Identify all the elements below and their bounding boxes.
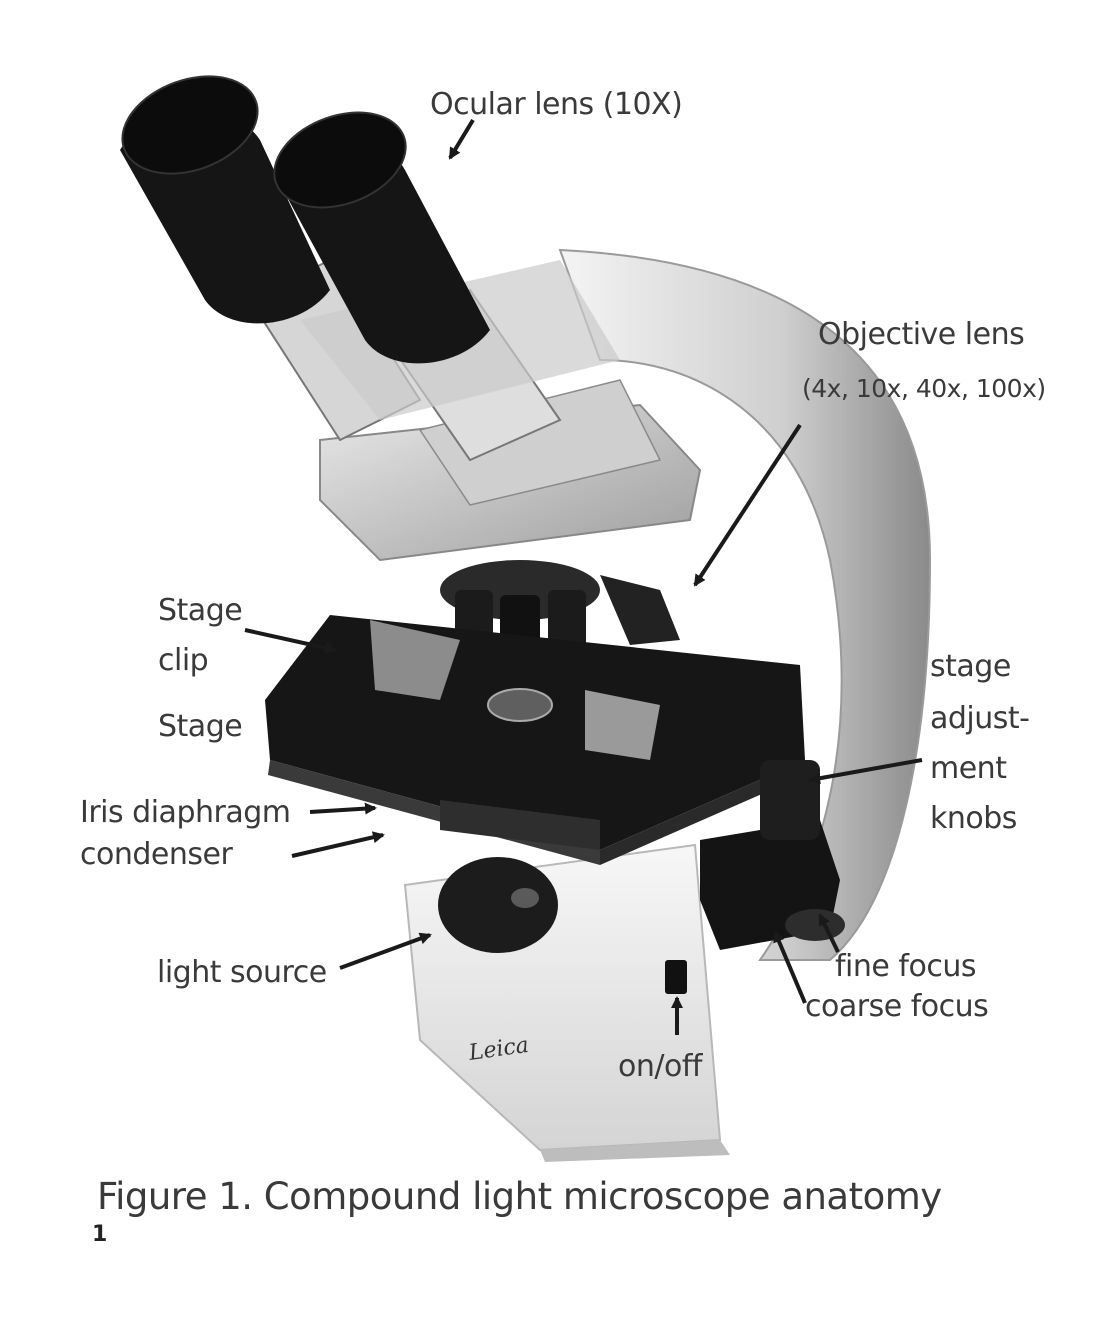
figure-caption: Figure 1. Compound light microscope anat…	[97, 1175, 942, 1218]
objective-3	[548, 590, 586, 650]
label-light-source: light source	[157, 955, 327, 990]
label-condenser: condenser	[80, 837, 233, 872]
label-stage-adjust-3: ment	[930, 751, 1007, 786]
stage-clip-right	[585, 690, 660, 760]
arrow-light-source	[339, 932, 432, 970]
arrow-iris	[309, 802, 377, 815]
page-number: 1	[92, 1222, 108, 1247]
ocular-lens-right	[273, 111, 490, 364]
objective-4	[600, 575, 680, 645]
label-stage-adjust-2: adjust-	[930, 701, 1030, 736]
label-ocular-lens: Ocular lens (10X)	[430, 87, 683, 122]
arrow-ocular	[448, 118, 475, 160]
label-objective-magnifications: (4x, 10x, 40x, 100x)	[802, 374, 1046, 403]
base-front	[540, 1140, 730, 1162]
arrow-objective	[693, 423, 802, 587]
label-stage: Stage	[158, 709, 243, 744]
label-on-off: on/off	[618, 1049, 702, 1084]
arrow-stage-clip	[244, 628, 337, 654]
arrow-coarse-focus	[773, 930, 807, 1004]
label-coarse-focus: coarse focus	[805, 989, 989, 1024]
ocular-lens-left	[120, 75, 330, 324]
label-stage-clip-1: Stage	[158, 593, 243, 628]
label-stage-adjust-4: knobs	[930, 801, 1017, 836]
arrow-fine-focus	[818, 913, 840, 953]
label-stage-clip-2: clip	[158, 643, 209, 678]
stage-aperture	[487, 688, 553, 722]
arrow-condenser	[291, 831, 385, 858]
stage-clip-left	[370, 620, 460, 700]
label-objective-lens: Objective lens	[818, 317, 1025, 352]
label-stage-adjust-1: stage	[930, 649, 1011, 684]
on-off-switch	[665, 960, 687, 994]
condenser	[440, 800, 600, 850]
microscope-arm	[558, 248, 932, 961]
label-iris-diaphragm: Iris diaphragm	[80, 795, 291, 830]
arrow-stage-adjust	[808, 758, 923, 785]
light-source-disc	[438, 857, 558, 953]
label-fine-focus: fine focus	[835, 949, 976, 984]
